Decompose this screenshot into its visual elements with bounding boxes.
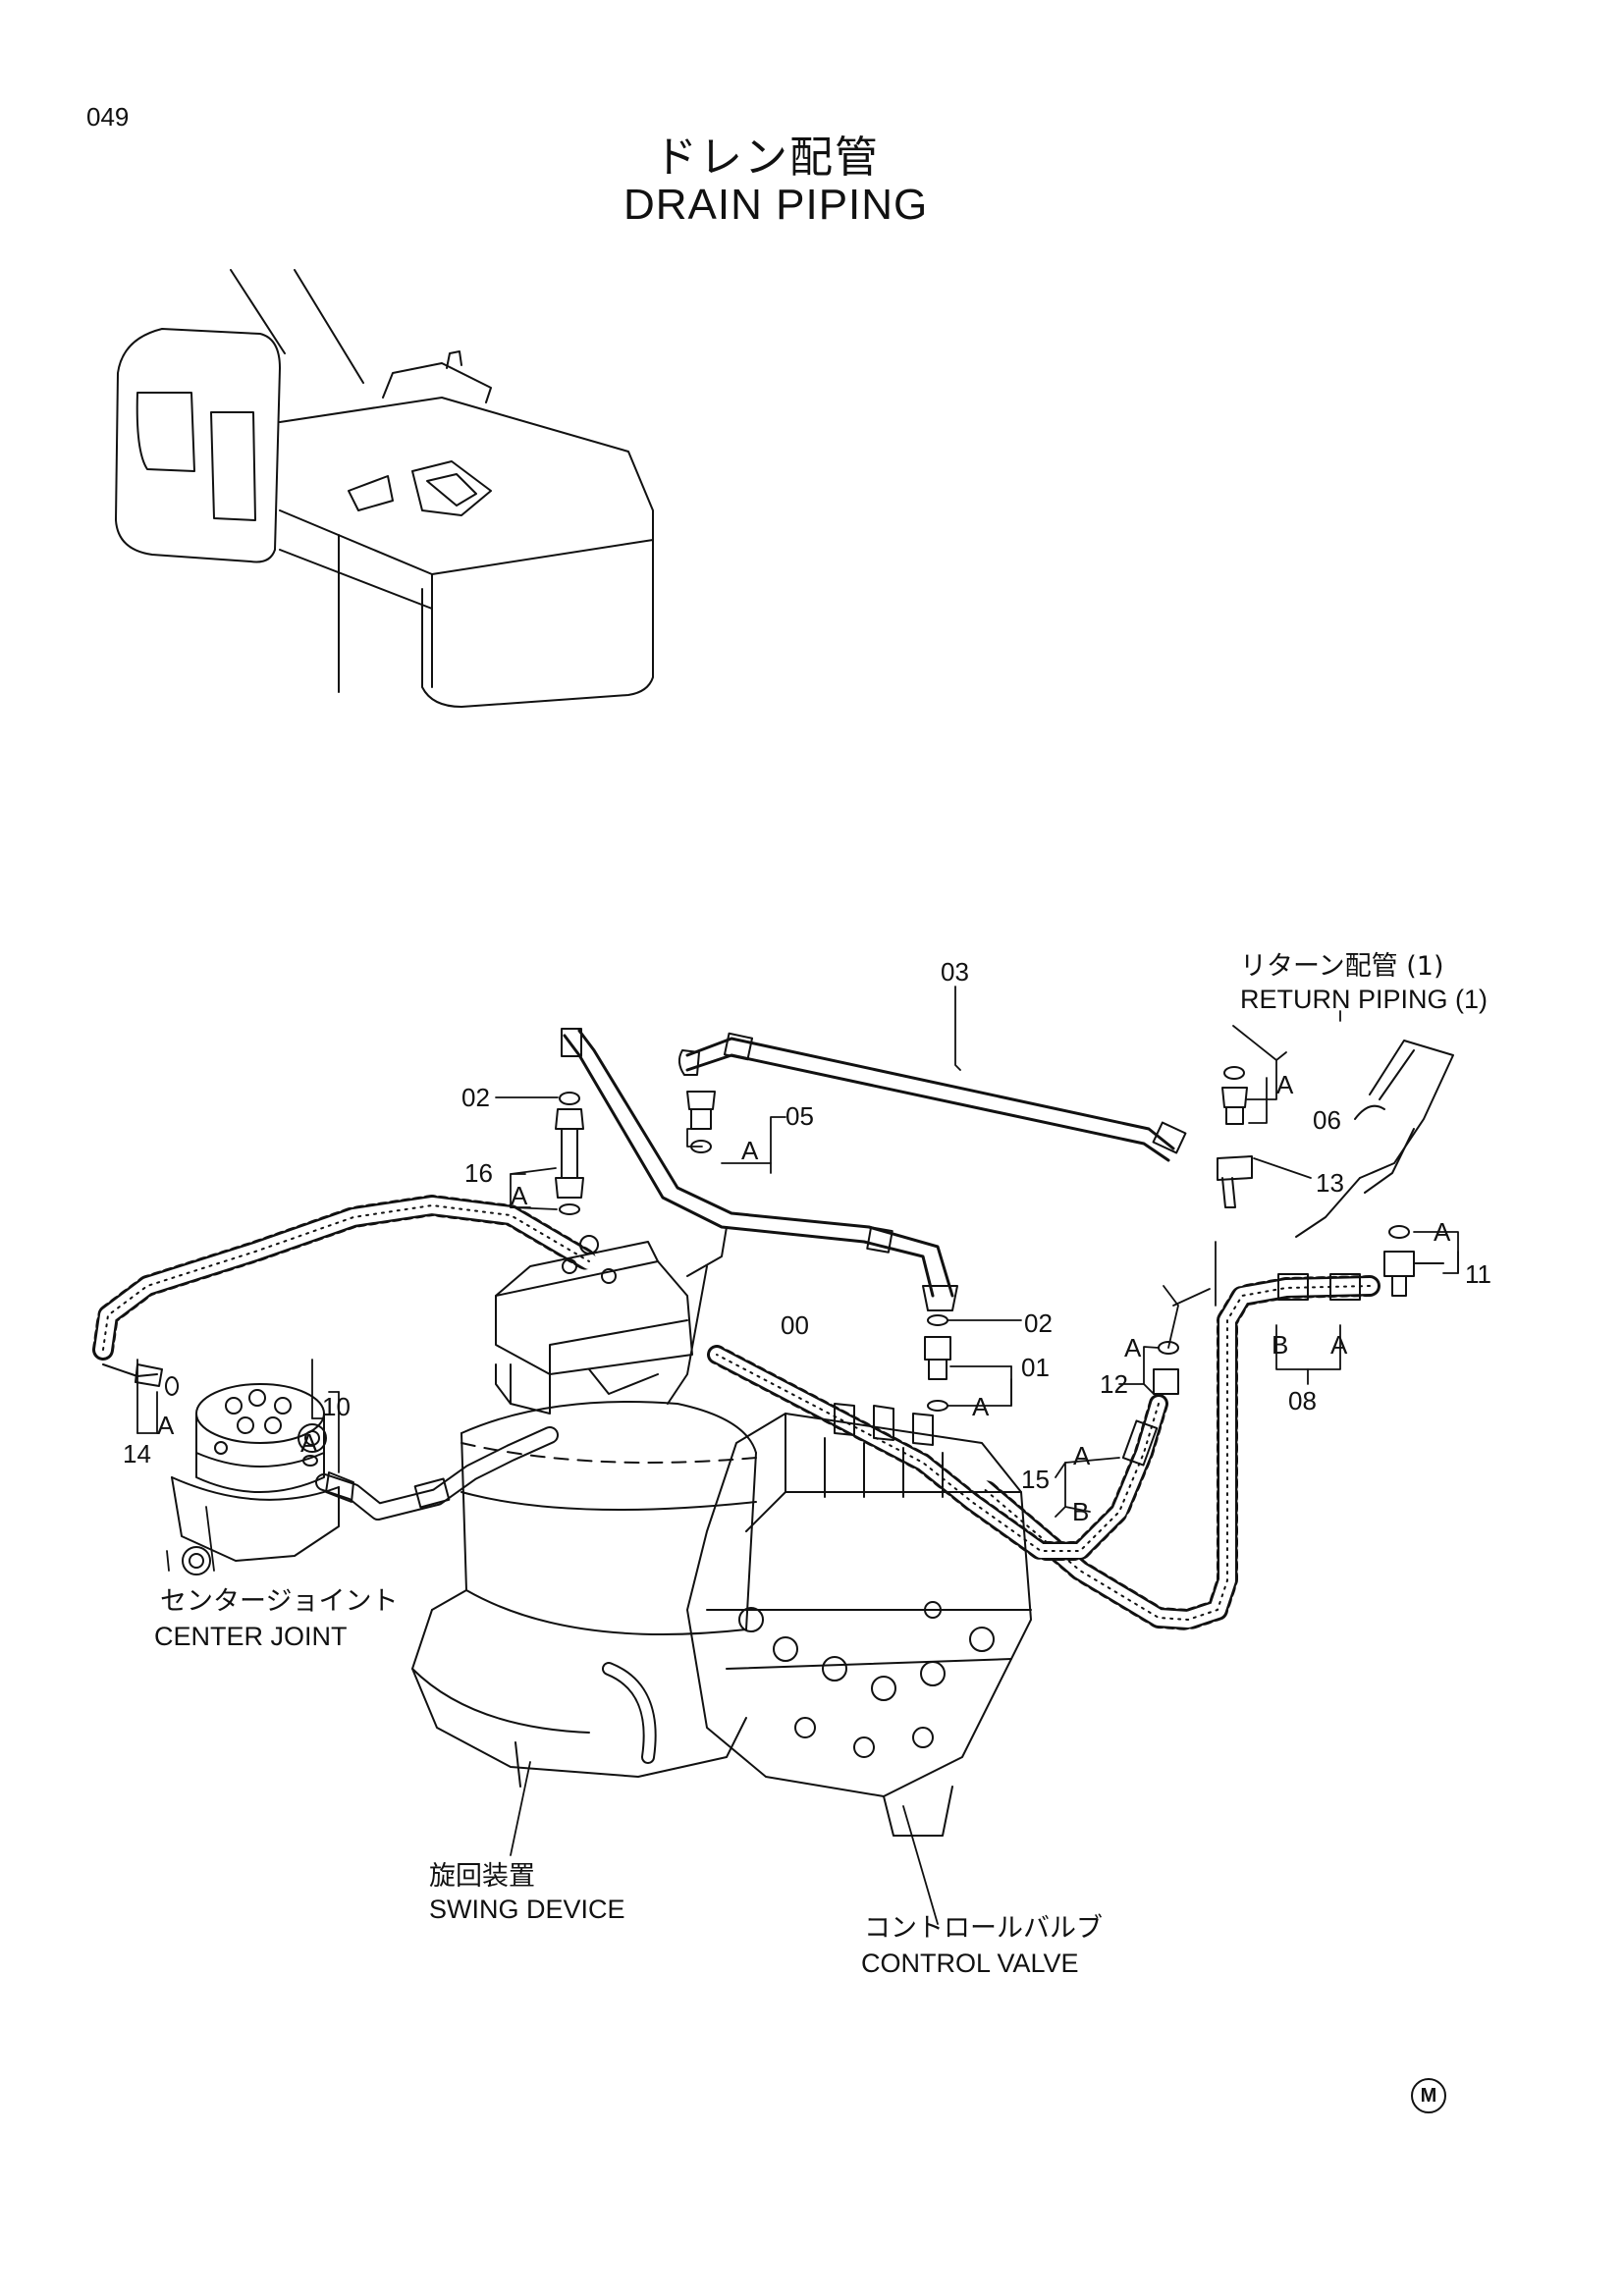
control-valve-label-ja: コントロールバルブ <box>864 1913 1103 1944</box>
connection-letter-b: B <box>1272 1330 1289 1360</box>
title-english: DRAIN PIPING <box>623 181 929 229</box>
center-joint-label-ja: センタージョイント <box>160 1586 399 1617</box>
connection-letter-a: A <box>300 1428 318 1458</box>
connection-letter-a: A <box>1073 1441 1091 1470</box>
callout-13: 13 <box>1316 1168 1344 1198</box>
fitting-stack-16 <box>556 1093 583 1214</box>
connection-letter-b: B <box>1072 1497 1090 1526</box>
connection-letter-a: A <box>741 1136 759 1165</box>
control-valve-part <box>687 1404 1031 1836</box>
hose-00 <box>562 1029 957 1310</box>
callout-10: 10 <box>322 1392 351 1421</box>
callout-05: 05 <box>785 1101 814 1131</box>
fitting-01 <box>925 1315 950 1411</box>
fitting-06-13 <box>1218 1067 1252 1207</box>
return-piping-label-en: RETURN PIPING (1) <box>1240 985 1489 1014</box>
connection-letter-a: A <box>1124 1333 1142 1362</box>
control-valve-label-en: CONTROL VALVE <box>861 1949 1079 1978</box>
swing-device-part <box>412 1227 756 1787</box>
swing-device-label-ja: 旋回装置 <box>429 1861 535 1892</box>
excavator-overview-illustration <box>116 270 653 707</box>
callout-02-center: 02 <box>1024 1308 1053 1338</box>
hose-08-corrugated <box>982 1274 1370 1620</box>
title-japanese: ドレン配管 <box>654 133 880 183</box>
connection-letter-a: A <box>157 1411 175 1440</box>
fitting-12 <box>1154 1342 1178 1394</box>
callout-16: 16 <box>464 1158 493 1188</box>
callout-06: 06 <box>1313 1105 1341 1135</box>
callout-08: 08 <box>1288 1386 1317 1415</box>
swing-device-label-en: SWING DEVICE <box>429 1895 625 1924</box>
return-piping-label-ja: リターン配管 (1) <box>1240 951 1444 982</box>
connection-letter-a: A <box>1330 1330 1348 1360</box>
hose-03 <box>679 1034 1185 1160</box>
connection-letter-a: A <box>1434 1217 1451 1247</box>
hose-10 <box>324 1435 550 1512</box>
return-piping-elbow <box>1296 1041 1453 1237</box>
callout-02-upper: 02 <box>461 1083 490 1112</box>
leader-lines <box>137 987 1458 1924</box>
fitting-11 <box>1384 1226 1443 1296</box>
page-number: 049 <box>86 102 130 132</box>
callout-14: 14 <box>123 1439 151 1468</box>
hose-15-corrugated <box>717 1355 1159 1551</box>
hose-14-corrugated <box>103 1205 589 1395</box>
callout-01: 01 <box>1021 1353 1050 1382</box>
center-joint-label-en: CENTER JOINT <box>154 1622 348 1651</box>
callout-12: 12 <box>1100 1369 1128 1399</box>
connection-letter-a: A <box>1276 1070 1294 1099</box>
circled-m-mark: M <box>1411 2078 1446 2113</box>
connection-letter-a: A <box>972 1392 990 1421</box>
callout-11: 11 <box>1465 1259 1491 1289</box>
center-joint-part <box>172 1384 339 1575</box>
fitting-05 <box>687 1092 715 1152</box>
connection-letter-a: A <box>511 1181 528 1210</box>
callout-00: 00 <box>781 1310 809 1340</box>
callout-15: 15 <box>1021 1465 1050 1494</box>
callout-03: 03 <box>941 957 969 987</box>
